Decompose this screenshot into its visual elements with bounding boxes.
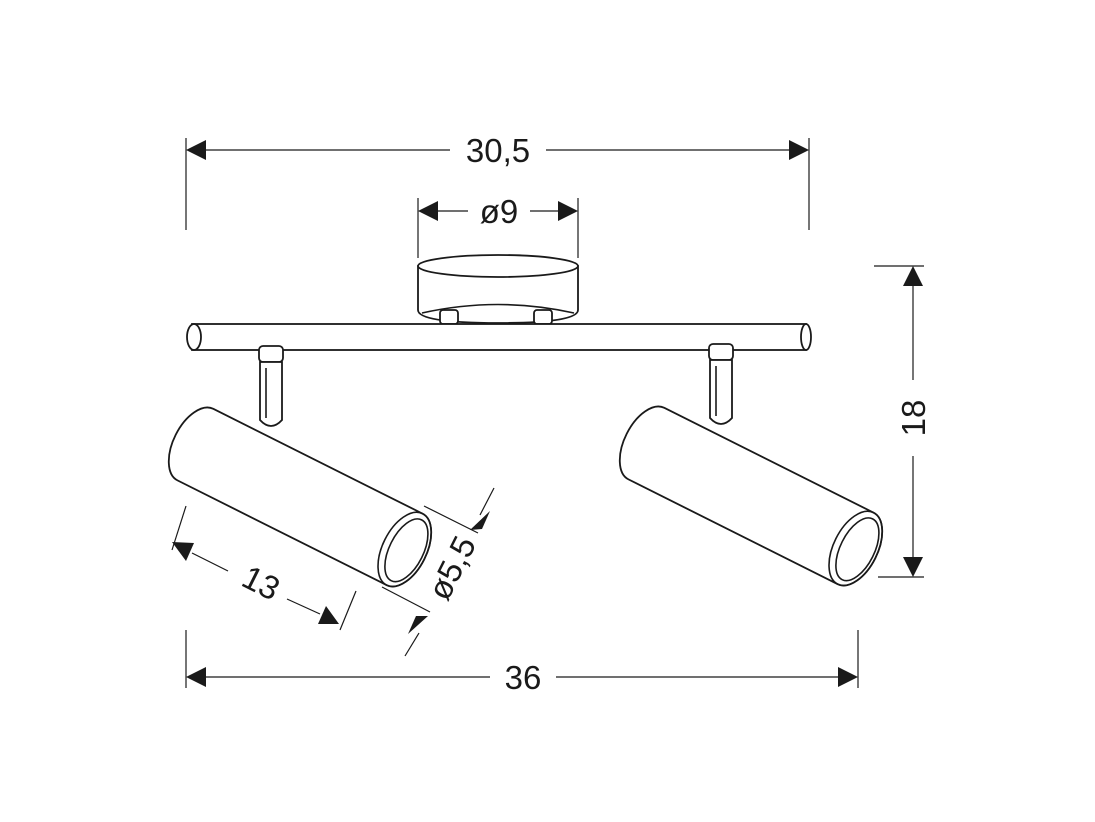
right-spot-arm [708,343,734,425]
right-spotlight [618,405,884,587]
dimension-height-label: 18 [895,400,932,437]
dimension-total-width-label: 36 [505,659,542,696]
dimension-height: 18 [874,265,932,578]
dimension-base-diameter: ø9 [417,193,579,258]
dimension-base-diameter-label: ø9 [480,193,519,230]
left-spotlight [167,406,433,588]
mounting-bar [186,323,812,351]
dimension-spot-length-label: 13 [236,558,285,608]
dimension-top-width-label: 30,5 [466,132,530,169]
ceiling-canopy [417,254,579,325]
left-spot-arm [258,345,284,427]
dimension-total-width: 36 [185,630,859,696]
dimension-top-width: 30,5 [185,132,810,230]
